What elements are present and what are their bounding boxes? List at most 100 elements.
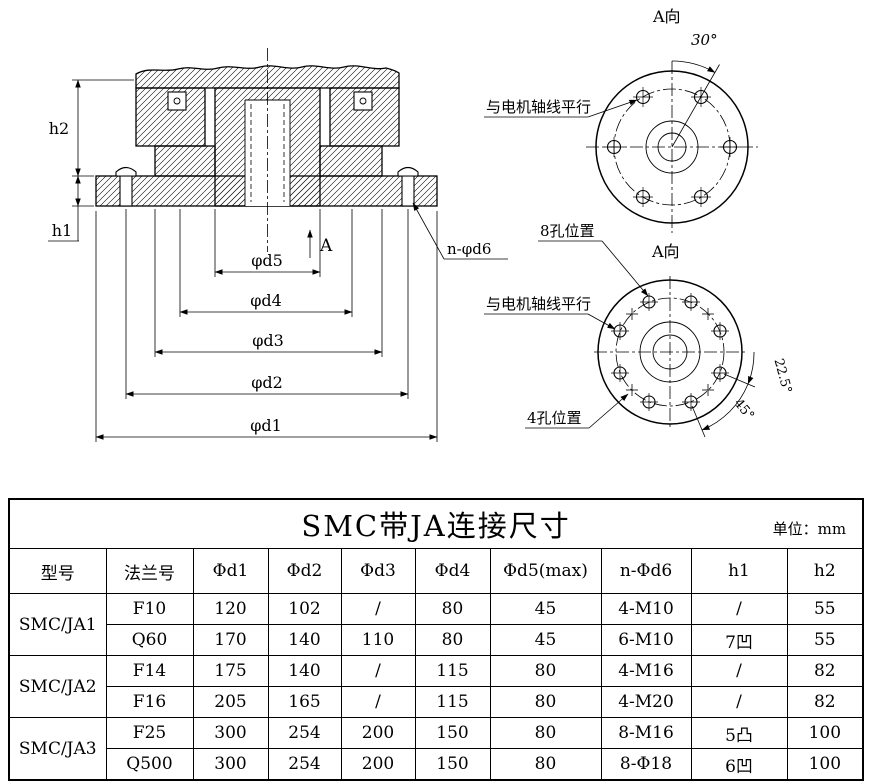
flange-ring-left [154, 145, 216, 177]
angle-30-annotation: 30° [671, 31, 720, 148]
col-header-d1: Φd1 [192, 548, 269, 594]
h2-cell: 55 [786, 593, 864, 625]
d4-cell: 80 [414, 593, 491, 625]
h2-cell: 55 [786, 624, 864, 656]
d2-cell: 254 [267, 717, 342, 749]
view-a-bottom: A向 [484, 222, 795, 438]
set-screw-detail [167, 91, 373, 111]
bolt-left [115, 166, 137, 207]
d3-cell: 110 [340, 624, 416, 656]
d2-cell: 140 [267, 655, 342, 687]
bolt-hole [691, 187, 711, 207]
bolt-hole [604, 137, 624, 157]
h1-cell: / [690, 593, 788, 625]
d1-cell: 120 [192, 593, 269, 625]
h1-label: h1 [52, 221, 72, 240]
d1-cell: 175 [192, 655, 269, 687]
h1-cell: / [690, 686, 788, 718]
parallel-axis-label-top: 与电机轴线平行 [484, 98, 638, 118]
flange-cell: F16 [105, 686, 194, 718]
table-row: Q500 300 254 200 150 80 8-Φ18 6凹 100 [9, 748, 864, 781]
holes4-text: 4孔位置 [527, 409, 582, 427]
bolt-hole [682, 393, 700, 411]
d5-cell: 80 [489, 717, 602, 749]
dim-d4: φd4 [179, 209, 353, 317]
d4-cell: 150 [414, 748, 491, 781]
flange-ring-right [319, 145, 383, 177]
col-header-nd6: n-Φd6 [600, 548, 692, 594]
d1-cell: 205 [192, 686, 269, 718]
d3-cell: 200 [340, 717, 416, 749]
d2-label: φd2 [251, 373, 283, 392]
d1-label: φd1 [250, 416, 282, 435]
table-title-row: SMC带JA连接尺寸 单位：mm [8, 498, 864, 549]
d2-cell: 165 [267, 686, 342, 718]
h1-cell: / [690, 655, 788, 687]
parallel-axis-label-bottom: 与电机轴线平行 [484, 295, 616, 330]
flange-cell: F14 [105, 655, 194, 687]
nd6-cell: 4-M20 [600, 686, 692, 718]
nd6-cell: 8-Φ18 [600, 748, 692, 781]
angle-30-label: 30° [691, 31, 718, 49]
d3-cell: / [340, 593, 416, 625]
table-row: SMC/JA3 F25 300 254 200 150 80 8-M16 5凸 … [8, 717, 864, 781]
h1-cell: 6凹 [690, 748, 788, 781]
holes8-label-group: 8孔位置 [538, 222, 649, 297]
table-row: Q60 170 140 110 80 45 6-M10 7凹 55 [9, 624, 864, 656]
d3-cell: / [340, 655, 416, 687]
col-header-h2: h2 [786, 548, 864, 594]
n-d6-label: n-φd6 [447, 240, 491, 258]
d3-cell: 200 [340, 748, 416, 781]
d4-cell: 115 [414, 686, 491, 718]
view-a-top: A向 30° 与电机轴线平行 [484, 7, 758, 233]
table-unit: 单位：mm [772, 520, 847, 538]
view-a-bottom-title: A向 [651, 242, 680, 261]
dimension-table: SMC带JA连接尺寸 单位：mm 型号 法兰号 Φd1 Φd2 Φd3 Φd4 … [8, 498, 865, 781]
h2-cell: 100 [786, 717, 864, 749]
d4-cell: 115 [414, 655, 491, 687]
engineering-drawing: h2 h1 φd5 φd4 φd3 [48, 7, 795, 442]
nd6-cell: 8-M16 [600, 717, 692, 749]
h1-cell: 7凹 [690, 624, 788, 656]
nd6-cell: 4-M16 [600, 655, 692, 687]
d5-cell: 45 [489, 624, 602, 656]
angle-45-label: 45° [731, 396, 757, 423]
h2-cell: 82 [786, 686, 864, 718]
d2-cell: 102 [267, 593, 342, 625]
section-arrow: A [307, 229, 333, 258]
dim-d2: φd2 [125, 209, 409, 399]
nd6-cell: 4-M10 [600, 593, 692, 625]
d3-cell: / [340, 686, 416, 718]
dim-d5: φd5 [214, 209, 321, 277]
model-cell: SMC/JA1 [8, 593, 107, 656]
model-cell: SMC/JA3 [8, 717, 107, 781]
bolt-hole [633, 87, 653, 107]
h2-cell: 100 [786, 748, 864, 781]
bolt-hole [682, 293, 700, 311]
bolt-hole [711, 322, 729, 340]
angle-annotations: 22.5° 45° [691, 351, 795, 438]
parallel-axis-text-top: 与电机轴线平行 [486, 98, 591, 116]
d5-cell: 80 [489, 686, 602, 718]
d2-cell: 254 [267, 748, 342, 781]
d1-cell: 300 [192, 717, 269, 749]
parallel-axis-text-bottom: 与电机轴线平行 [486, 295, 591, 313]
d4-cell: 80 [414, 624, 491, 656]
dim-d3: φd3 [154, 209, 383, 357]
bolt-right [397, 166, 419, 207]
bolt-hole [633, 187, 653, 207]
dim-h1: h1 [48, 175, 94, 242]
col-header-d2: Φd2 [267, 548, 342, 594]
col-header-d4: Φd4 [414, 548, 491, 594]
table-title: SMC带JA连接尺寸 [301, 509, 571, 543]
angle-225-label: 22.5° [771, 357, 795, 395]
col-header-d3: Φd3 [340, 548, 416, 594]
bolt-hole [611, 322, 629, 340]
table-row: SMC/JA1 F10 120 102 / 80 45 4-M10 / 55 [8, 593, 864, 656]
flange-cell: Q60 [105, 624, 194, 656]
four-hole-mark [626, 384, 638, 396]
flange-cell: F25 [105, 717, 194, 749]
four-hole-mark [626, 308, 638, 320]
flange-cell: F10 [105, 593, 194, 625]
